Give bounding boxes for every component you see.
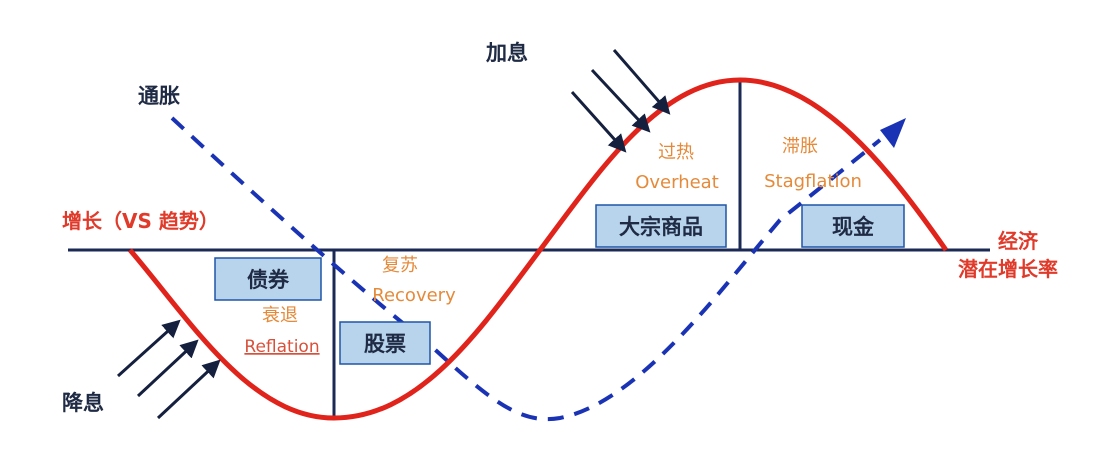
stocks-label: 股票 xyxy=(364,332,406,356)
commodities-label: 大宗商品 xyxy=(619,215,703,239)
inflation-curve xyxy=(170,116,882,422)
bonds-label: 债券 xyxy=(247,268,290,292)
rate-cut-arrows xyxy=(116,319,221,420)
inflation-label: 通胀 xyxy=(138,84,180,108)
growth-curve xyxy=(128,77,949,421)
stocks-box: 股票 xyxy=(339,321,431,365)
phase-recovery-en: Recovery xyxy=(372,285,456,306)
economy-label-line2: 潜在增长率 xyxy=(958,257,1058,281)
phase-stagflation-en: Stagflation xyxy=(764,171,862,192)
cash-label: 现金 xyxy=(832,215,875,239)
growth-vs-trend-label: 增长（VS 趋势） xyxy=(62,209,219,233)
rate-cut-label: 降息 xyxy=(62,391,104,415)
inflation-arrowhead xyxy=(880,118,906,148)
phase-overheat-cn: 过热 xyxy=(658,142,694,163)
economy-label-line1: 经济 xyxy=(998,229,1039,253)
phase-stagflation-cn: 滞胀 xyxy=(782,136,818,157)
phase-recovery-cn: 复苏 xyxy=(382,255,418,276)
commodities-box: 大宗商品 xyxy=(595,204,727,248)
phase-overheat-en: Overheat xyxy=(635,172,719,193)
phase-reflation-cn: 衰退 xyxy=(262,305,298,326)
rate-hike-arrows xyxy=(570,49,671,153)
phase-reflation-en: Reflation xyxy=(244,337,319,357)
bonds-box: 债券 xyxy=(214,257,322,301)
cash-box: 现金 xyxy=(801,204,905,248)
rate-hike-label: 加息 xyxy=(485,41,528,65)
